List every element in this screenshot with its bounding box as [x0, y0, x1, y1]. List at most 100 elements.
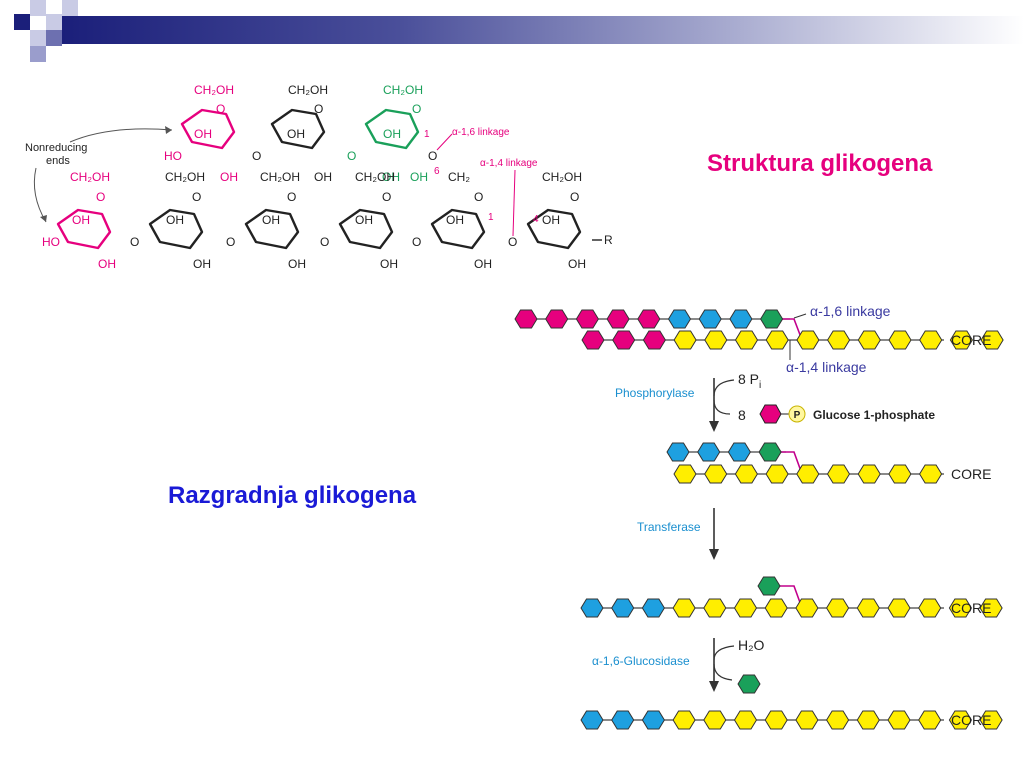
glucose-1-phosphate-label: Glucose 1-phosphate — [813, 408, 935, 422]
glucose-unit-yellow — [734, 464, 758, 484]
glucose-unit-yellow — [918, 598, 942, 618]
linkage-pointer — [793, 313, 807, 319]
glycosidic-oxygen-label: O — [130, 235, 139, 249]
oh-label: OH — [72, 213, 90, 227]
glycosidic-oxygen-label: O — [226, 235, 235, 249]
ch2oh-label: CH₂OH — [70, 170, 110, 184]
oh-label: OH — [287, 127, 305, 141]
glucose-unit-yellow — [918, 710, 942, 730]
glucose-units — [514, 309, 1004, 730]
reactant-curve — [713, 379, 735, 397]
branch-link — [778, 585, 803, 609]
glucose-unit-cyan — [580, 598, 604, 618]
carbon-number-label: 4 — [533, 214, 539, 225]
glucose-unit-magenta — [581, 330, 605, 350]
ring-oxygen-label: O — [287, 190, 296, 204]
linkage-pointer — [436, 133, 453, 151]
glucose-unit-cyan — [611, 598, 635, 618]
glucose-unit-cyan — [641, 710, 665, 730]
glucose-unit-magenta — [759, 404, 782, 424]
deco-square — [46, 14, 62, 30]
core-label: CORE — [951, 600, 991, 616]
product-count-label: 8 — [738, 407, 746, 423]
ends-label: ends — [46, 155, 70, 167]
glycosidic-oxygen-label: O — [320, 235, 329, 249]
ring-oxygen-label: O — [216, 102, 225, 116]
glycosidic-oxygen-label: O — [508, 235, 517, 249]
glucose-unit-yellow — [703, 710, 727, 730]
glucose-unit-yellow — [826, 464, 851, 484]
glycosidic-oxygen-label: O — [412, 235, 421, 249]
glucose-unit-yellow — [979, 598, 1003, 618]
glucose-unit-yellow — [764, 710, 788, 730]
glucose-unit-yellow — [919, 464, 943, 484]
glucose-unit-yellow — [980, 330, 1004, 350]
deco-square — [30, 46, 46, 62]
ch2oh-label: CH₂OH — [288, 83, 328, 97]
glucose-unit-magenta — [606, 309, 630, 329]
oh-label: OH — [193, 257, 211, 271]
deco-square — [14, 46, 30, 62]
alpha16-linkage-label: α-1,6 linkage — [810, 303, 891, 319]
arrow-line — [69, 128, 173, 143]
degradation-title: Razgradnja glikogena — [168, 482, 417, 509]
ring-oxygen-label: O — [570, 190, 579, 204]
ch2oh-label: CH₂OH — [165, 170, 205, 184]
oh-label: OH — [355, 213, 373, 227]
glucose-unit-yellow — [826, 598, 850, 618]
glucose-unit-yellow — [948, 598, 972, 618]
glucose-unit-magenta — [545, 309, 569, 329]
carbon-number-label: 1 — [488, 212, 494, 223]
glucose-unit-yellow — [764, 598, 788, 618]
glucose-unit-cyan — [729, 309, 753, 329]
glucose-unit-yellow — [673, 464, 697, 484]
glucose-unit-yellow — [856, 598, 880, 618]
ring-oxygen-label: O — [96, 190, 105, 204]
oh-label: OH — [382, 170, 400, 184]
oh-label: OH — [410, 170, 428, 184]
glucose-unit-yellow — [949, 330, 973, 350]
glucose-unit-magenta — [642, 330, 666, 350]
oh-label: OH — [220, 170, 238, 184]
glucose-unit-yellow — [827, 330, 851, 350]
ring-oxygen-label: O — [382, 190, 391, 204]
branch-link — [778, 451, 803, 475]
reaction-arrowhead — [709, 549, 719, 560]
phosphate-label: P — [794, 410, 801, 421]
oh-label: OH — [194, 127, 212, 141]
arrow-head — [40, 215, 47, 222]
glucose-unit-green — [758, 442, 782, 462]
glucose-unit-yellow — [857, 330, 881, 350]
glucose-unit-yellow — [919, 330, 943, 350]
glucose-unit-cyan — [611, 710, 635, 730]
ch2oh-label: CH₂OH — [355, 170, 395, 184]
glucose-unit-yellow — [796, 330, 820, 350]
glycosidic-oxygen-label: O — [347, 149, 356, 163]
oh-label: OH — [262, 213, 280, 227]
glucose-unit-cyan — [697, 442, 721, 462]
alpha16-linkage-label: α-1,6 linkage — [452, 127, 510, 138]
oh-label: OH — [166, 213, 184, 227]
glucose-unit-yellow — [703, 598, 727, 618]
deco-square — [62, 0, 78, 16]
ring-oxygen-label: O — [192, 190, 201, 204]
glucose-unit-green — [737, 674, 761, 694]
glucose-unit-yellow — [704, 330, 728, 350]
oh-label: OH — [98, 257, 116, 271]
glucose-unit-yellow — [765, 464, 789, 484]
alpha14-linkage-label: α-1,4 linkage — [480, 158, 538, 169]
glucose-unit-yellow — [888, 464, 912, 484]
glucose-unit-yellow — [795, 598, 819, 618]
pi-label: 8 Pi — [738, 371, 761, 391]
header-decoration — [0, 0, 1024, 62]
arrow-head — [165, 126, 172, 134]
nonreducing-label: Nonreducing — [25, 142, 87, 154]
r-group-label: R — [604, 233, 613, 247]
oh-label: OH — [568, 257, 586, 271]
glucose-unit-magenta — [514, 309, 538, 329]
oh-label: OH — [474, 257, 492, 271]
glucose-unit-yellow — [857, 464, 881, 484]
ch2oh-label: CH₂OH — [542, 170, 582, 184]
oh-label: OH — [288, 257, 306, 271]
reaction-arrowhead — [709, 681, 719, 692]
